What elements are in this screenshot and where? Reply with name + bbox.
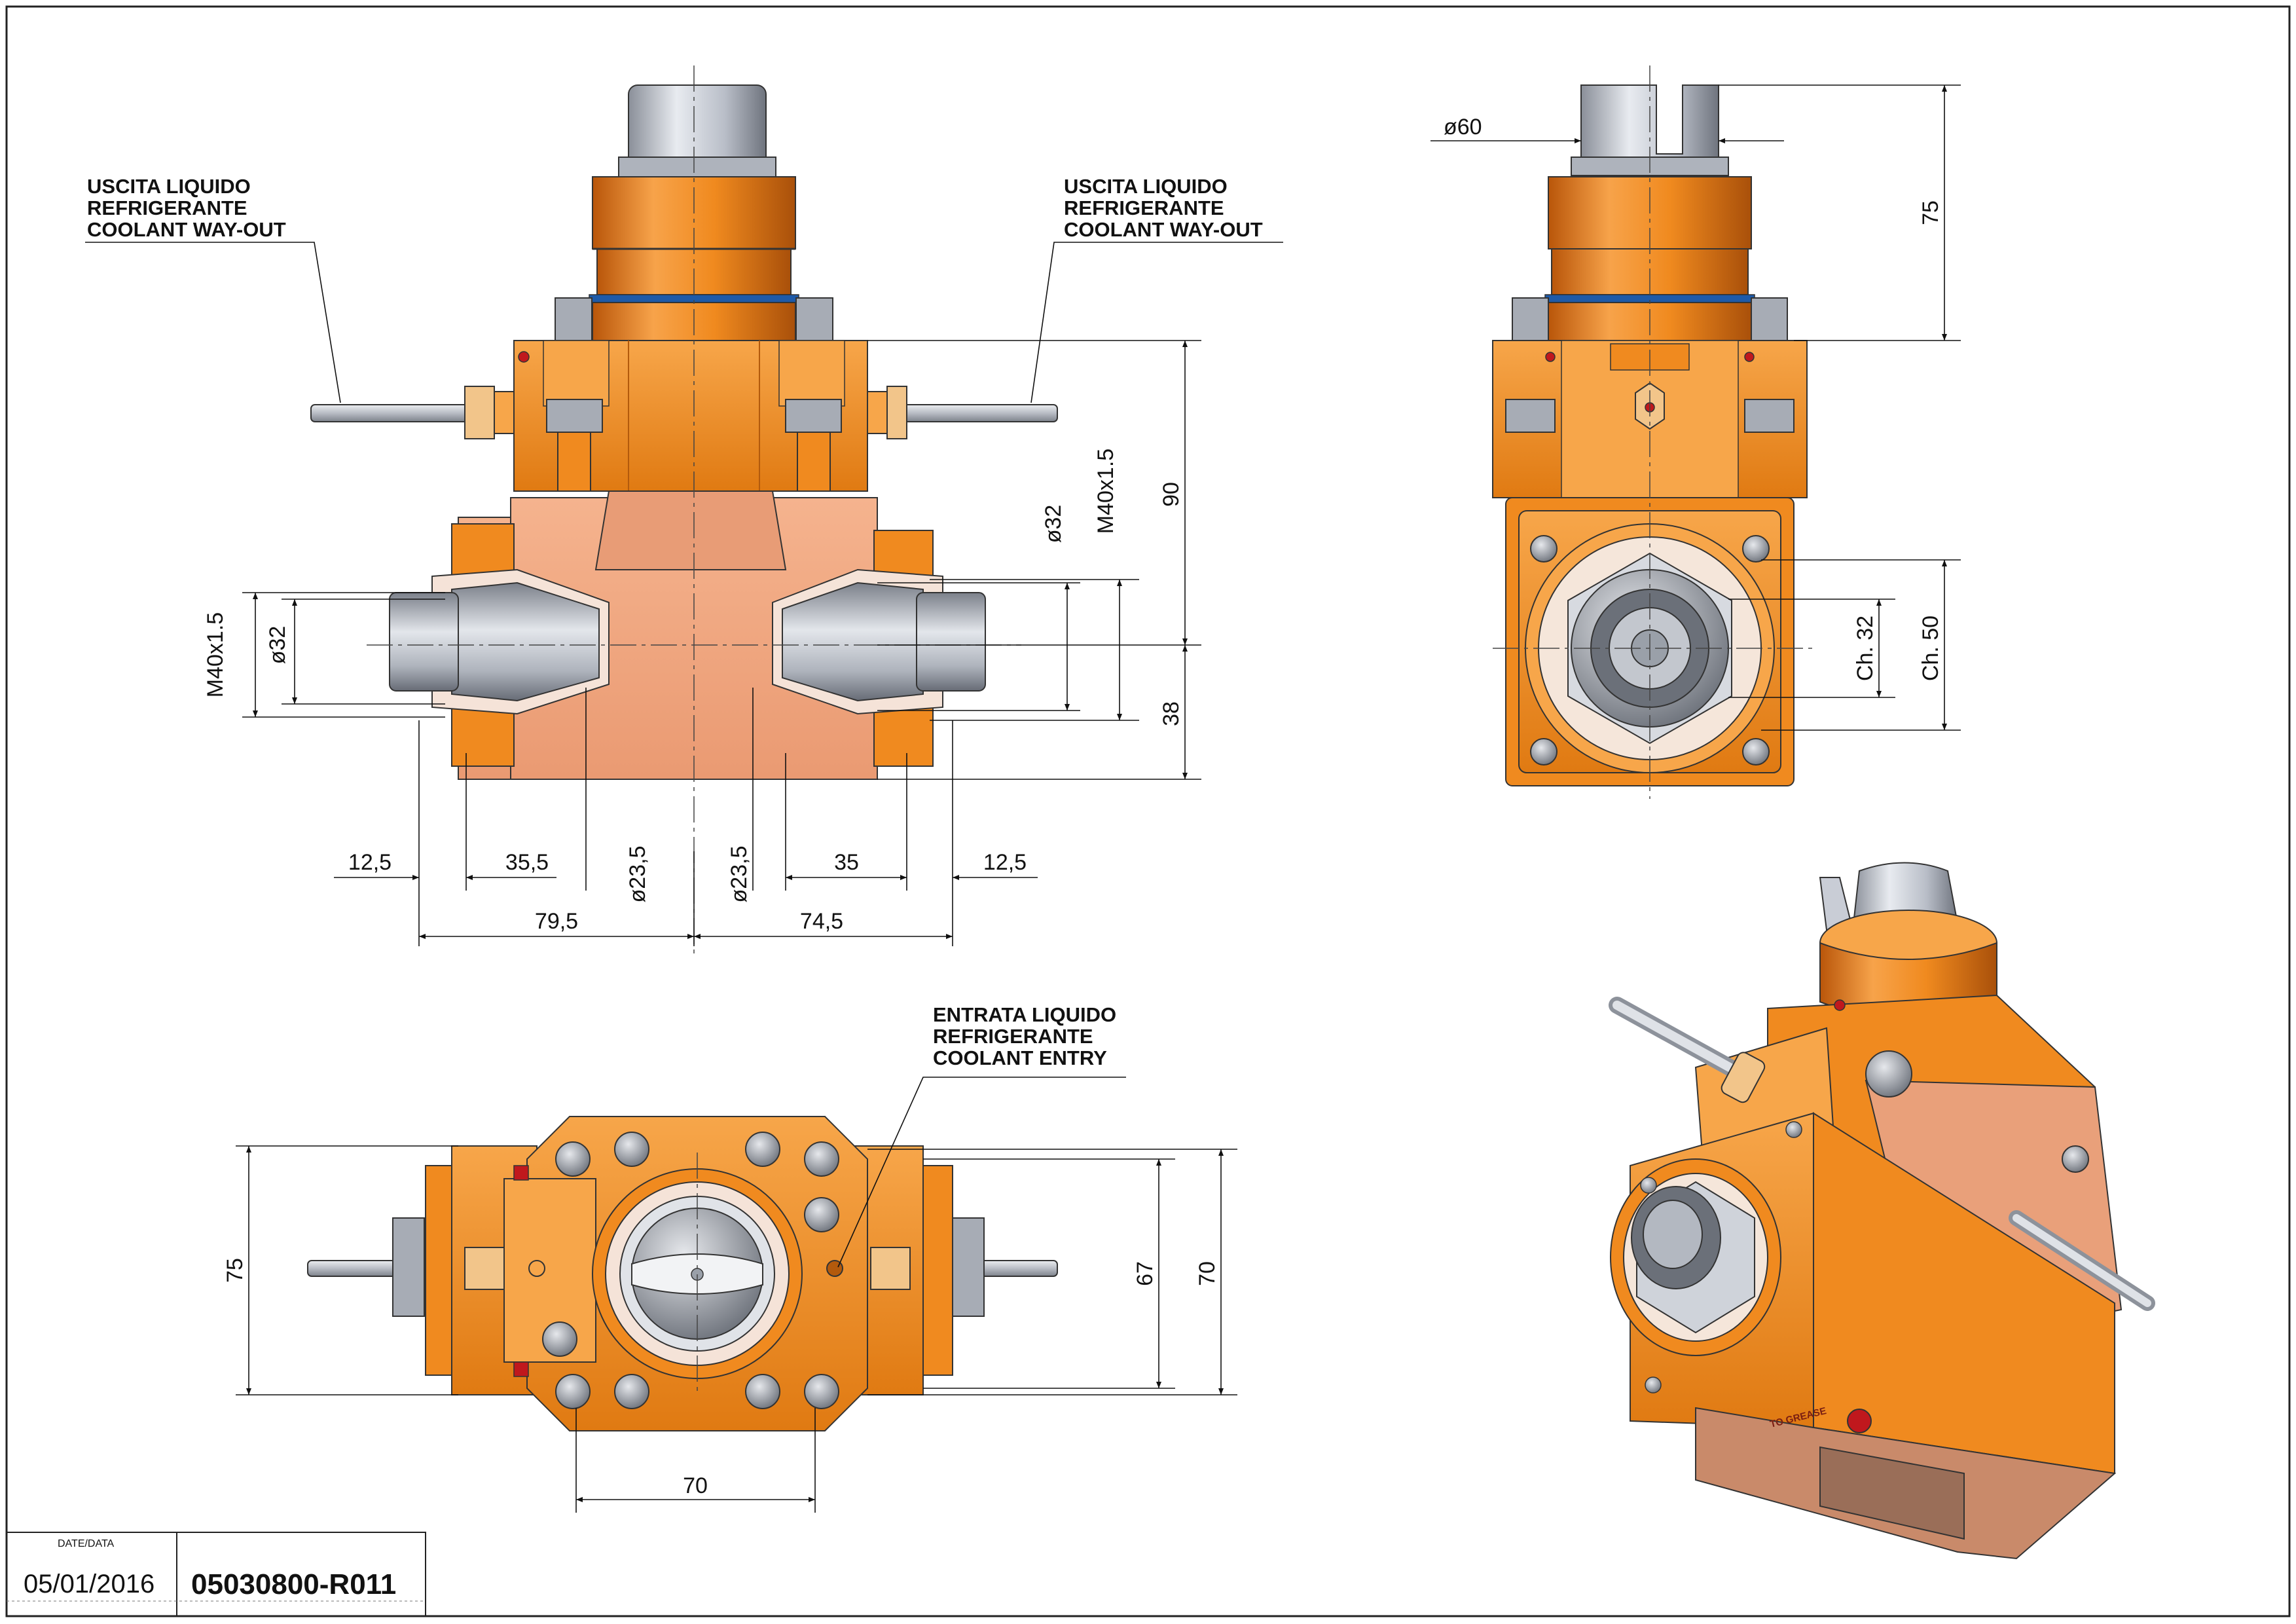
coolant-out-left-line1: USCITA LIQUIDO	[87, 175, 251, 198]
dim-shank-dia: ø60	[1444, 115, 1482, 139]
title-date-label: DATE/DATA	[58, 1538, 115, 1549]
dim-top-70-vertical: 70	[1195, 1261, 1220, 1286]
sheet-frame	[5, 5, 2291, 1617]
coolant-entry-line2: REFRIGERANTE	[933, 1025, 1093, 1048]
dim-12-5-left: 12,5	[348, 850, 392, 875]
dim-right-bore: ø32	[1041, 505, 1066, 544]
dim-left-bore: ø32	[265, 626, 290, 665]
dim-dia-23-5-left: ø23,5	[625, 846, 650, 903]
dim-35: 35	[834, 850, 859, 875]
coolant-entry-line3: COOLANT ENTRY	[933, 1046, 1107, 1069]
dim-79-5: 79,5	[535, 909, 578, 934]
coolant-out-right-line3: COOLANT WAY-OUT	[1064, 218, 1263, 241]
title-drawing-code: 05030800-R011	[191, 1568, 396, 1600]
front-dimensions	[85, 242, 1283, 946]
coolant-out-right-line1: USCITA LIQUIDO	[1064, 175, 1228, 198]
top-dimensions	[236, 1077, 1237, 1513]
side-dimensions	[1430, 84, 1961, 731]
dim-height-38: 38	[1159, 701, 1184, 726]
coolant-out-left-line3: COOLANT WAY-OUT	[87, 218, 286, 241]
dim-35-5: 35,5	[505, 850, 549, 875]
title-block: DATE/DATA 05/01/2016 05030800-R011	[6, 1532, 426, 1617]
dim-shank-75: 75	[1918, 200, 1943, 225]
isometric-view: TO GREASE	[1609, 862, 2155, 1560]
top-bolts	[542, 1132, 839, 1409]
coolant-out-right-line2: REFRIGERANTE	[1064, 196, 1224, 219]
front-view	[310, 65, 1058, 956]
dim-left-thread: M40x1.5	[203, 612, 228, 697]
coolant-entry-line1: ENTRATA LIQUIDO	[933, 1003, 1116, 1026]
dim-12-5-right: 12,5	[983, 850, 1027, 875]
dim-ch50: Ch. 50	[1918, 616, 1943, 681]
dim-top-67: 67	[1133, 1261, 1157, 1286]
dim-top-75: 75	[223, 1258, 247, 1283]
coolant-out-left-line2: REFRIGERANTE	[87, 196, 247, 219]
dim-dia-23-5-right: ø23,5	[727, 846, 752, 903]
dim-ch32: Ch. 32	[1853, 616, 1878, 681]
top-labels: ENTRATA LIQUIDO REFRIGERANTE COOLANT ENT…	[223, 1003, 1220, 1498]
side-view	[1492, 65, 1813, 799]
dim-height-90: 90	[1159, 482, 1184, 507]
side-labels: ø60 75 Ch. 32 Ch. 50	[1444, 115, 1943, 681]
front-labels: USCITA LIQUIDO REFRIGERANTE COOLANT WAY-…	[87, 175, 1263, 934]
title-date: 05/01/2016	[24, 1570, 155, 1598]
top-view	[307, 1116, 1058, 1431]
dim-top-70-horizontal: 70	[683, 1473, 708, 1498]
dim-right-thread: M40x1.5	[1093, 449, 1118, 534]
dim-74-5: 74,5	[800, 909, 843, 934]
